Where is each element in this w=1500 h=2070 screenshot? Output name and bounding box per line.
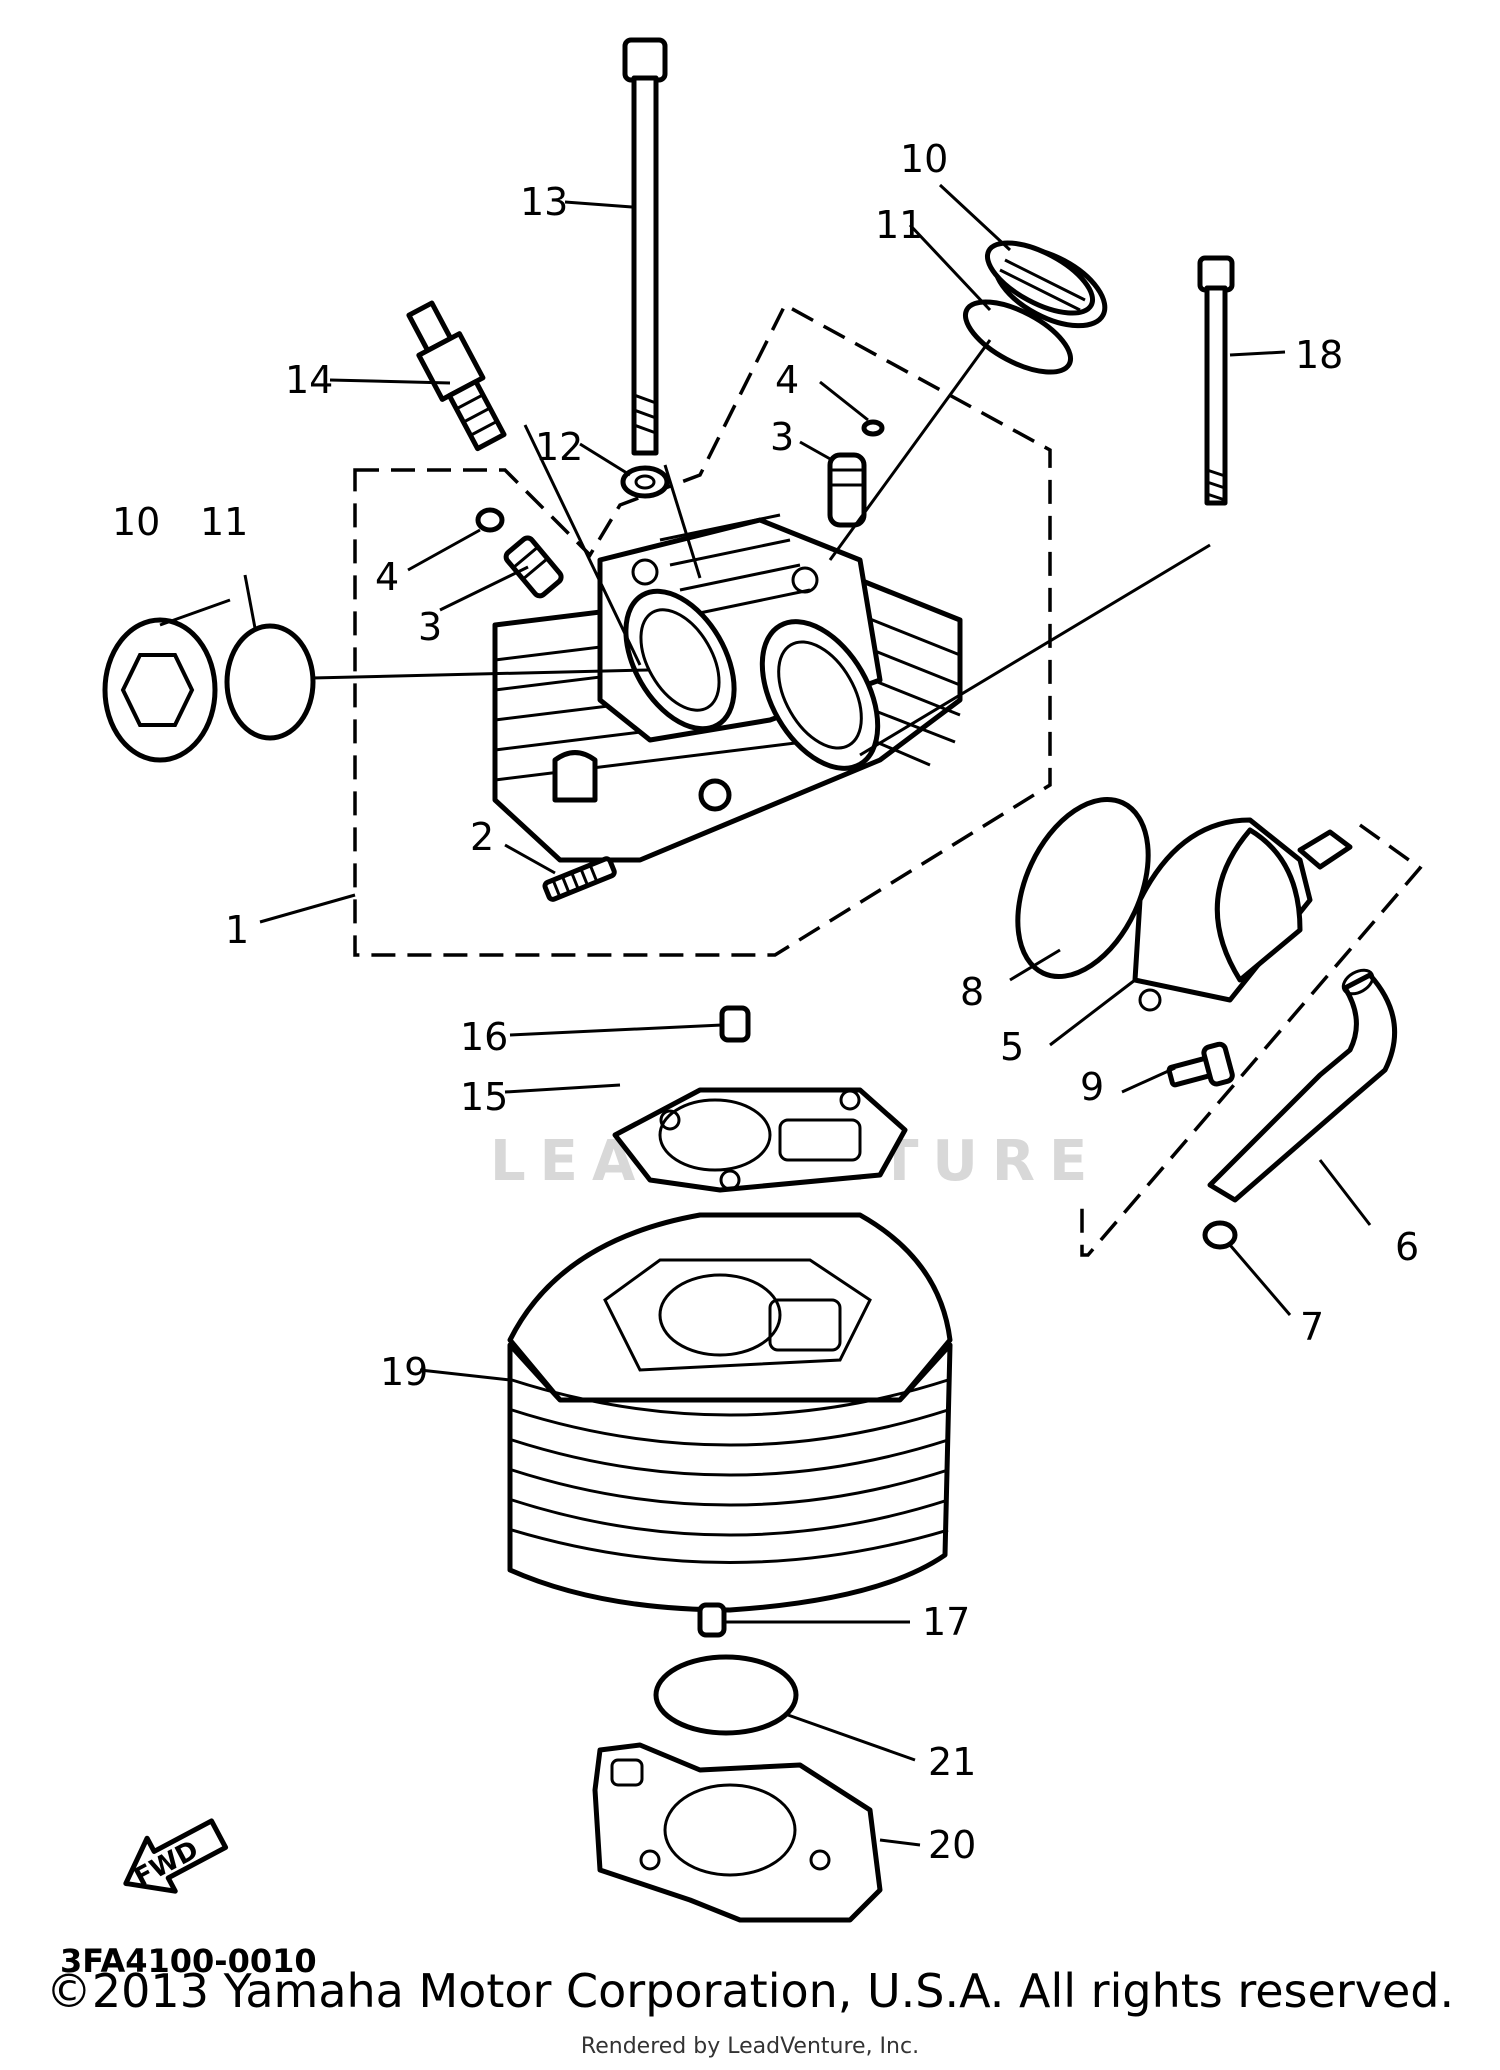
callout-2: 2 — [470, 815, 494, 859]
cylinder-head-1 — [492, 513, 963, 863]
clip-4-right — [861, 419, 885, 437]
callout-10-left: 10 — [112, 500, 160, 544]
clip-4-left — [475, 507, 505, 533]
callout-9: 9 — [1080, 1065, 1104, 1109]
dowel-16 — [719, 1005, 751, 1043]
copyright-notice: ©2013 Yamaha Motor Corporation, U.S.A. A… — [45, 1964, 1455, 2018]
callout-21: 21 — [928, 1740, 976, 1784]
valve-assembly-outline — [1080, 823, 1423, 1257]
callout-13: 13 — [520, 180, 568, 224]
callout-20: 20 — [928, 1823, 976, 1867]
cap-10-left — [102, 617, 218, 763]
gasket-15 — [612, 1087, 908, 1193]
valve-cap-3-left — [503, 535, 564, 599]
callout-16: 16 — [460, 1015, 508, 1059]
callout-4-left: 4 — [375, 555, 399, 599]
washer-12 — [620, 465, 670, 499]
callout-12: 12 — [535, 425, 583, 469]
bolt-18 — [1197, 255, 1235, 506]
callout-17: 17 — [922, 1600, 970, 1644]
diagram-code: 3FA4100-0010 — [60, 1942, 317, 1980]
callout-1: 1 — [225, 908, 249, 952]
cylinder-19 — [507, 1212, 953, 1613]
callout-15: 15 — [460, 1075, 508, 1119]
callout-5: 5 — [1000, 1025, 1024, 1069]
callout-11-left: 11 — [200, 500, 248, 544]
callout-3-left: 3 — [418, 605, 442, 649]
stud-2 — [542, 856, 617, 902]
callout-18: 18 — [1295, 333, 1343, 377]
leader-lines — [159, 183, 1372, 1847]
callout-8: 8 — [960, 970, 984, 1014]
callout-4-right: 4 — [775, 358, 799, 402]
cover-5 — [1132, 817, 1353, 1012]
callout-3-right: 3 — [770, 415, 794, 459]
gasket-20 — [592, 1742, 883, 1923]
bolt-13 — [622, 37, 668, 456]
forward-direction-arrow-icon: FWD — [123, 1818, 229, 1894]
callout-19: 19 — [380, 1350, 428, 1394]
callout-7: 7 — [1300, 1305, 1324, 1349]
rendered-by-notice: Rendered by LeadVenture, Inc. — [580, 2034, 920, 2059]
clamp-7 — [1202, 1220, 1238, 1250]
callout-6: 6 — [1395, 1225, 1419, 1269]
callout-11-top: 11 — [875, 203, 923, 247]
callout-14: 14 — [285, 358, 333, 402]
o-ring-21 — [653, 1654, 799, 1736]
cylinder-head-assembly-outline — [353, 302, 1052, 957]
cap-10-top — [984, 240, 1108, 329]
o-ring-11-left — [224, 623, 316, 741]
o-ring-8 — [1015, 796, 1151, 980]
spark-plug-14 — [406, 300, 507, 452]
valve-cap-3-right — [827, 452, 867, 528]
dowel-17 — [697, 1602, 727, 1638]
hose-6 — [1207, 968, 1398, 1203]
o-ring-11-top — [962, 299, 1074, 375]
callout-10-top: 10 — [900, 137, 948, 181]
screw-9 — [1166, 1041, 1235, 1088]
